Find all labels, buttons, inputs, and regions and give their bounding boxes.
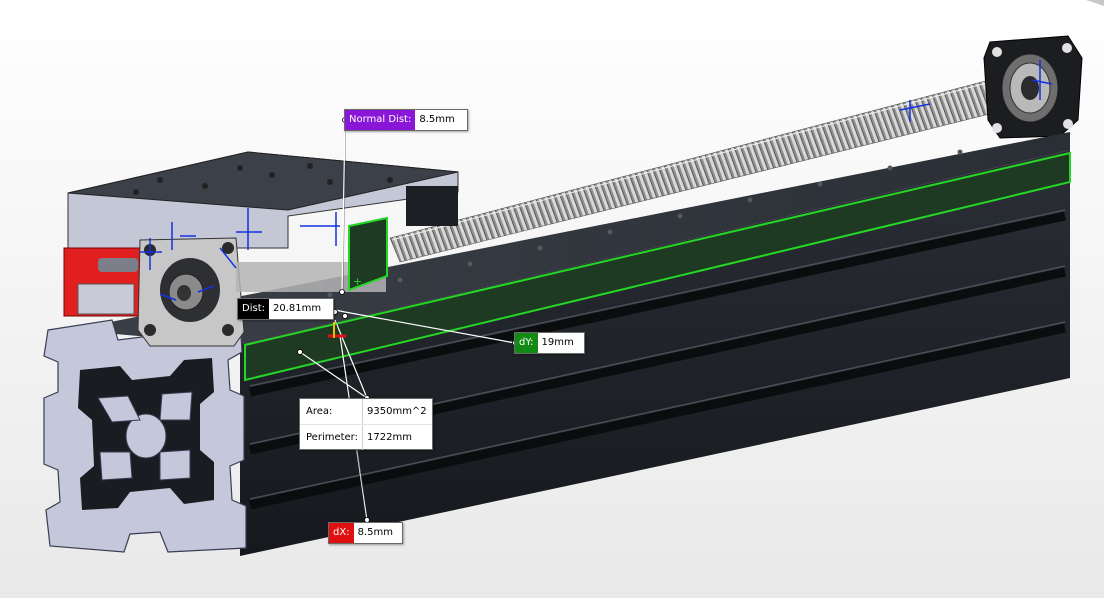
normal-dist-label: Normal Dist: (345, 110, 416, 130)
dy-value: 19mm (537, 333, 584, 353)
area-perimeter-callout[interactable]: Area: 9350mm^2 Perimeter: 1722mm (299, 398, 433, 450)
perimeter-label: Perimeter: (300, 425, 363, 450)
area-value: 9350mm^2 (367, 406, 427, 417)
bearing-block (983, 35, 1083, 139)
carriage (63, 151, 459, 317)
dy-callout[interactable]: dY: 19mm (514, 332, 585, 354)
area-label: Area: (300, 399, 363, 424)
dx-callout[interactable]: dX: 8.5mm (328, 522, 403, 544)
normal-dist-value: 8.5mm (415, 110, 468, 130)
normal-dist-callout[interactable]: Normal Dist: 8.5mm (344, 109, 469, 131)
dx-value: 8.5mm (353, 523, 402, 543)
dist-callout[interactable]: Dist: 20.81mm (237, 298, 334, 320)
dist-value: 20.81mm (268, 299, 333, 319)
selected-face (244, 151, 1071, 382)
area-row: Area: 9350mm^2 (300, 399, 432, 424)
perimeter-row: Perimeter: 1722mm (300, 424, 432, 450)
corner-triangle-icon (1086, 0, 1104, 6)
reference-markers (140, 60, 1053, 301)
perimeter-value: 1722mm (367, 432, 412, 443)
dist-label: Dist: (238, 299, 269, 319)
selected-small-face (348, 216, 388, 292)
dy-label: dY: (515, 333, 538, 353)
svg-text:+: + (353, 275, 362, 288)
dx-label: dX: (329, 523, 354, 543)
extrusion-end-profile (43, 317, 247, 553)
